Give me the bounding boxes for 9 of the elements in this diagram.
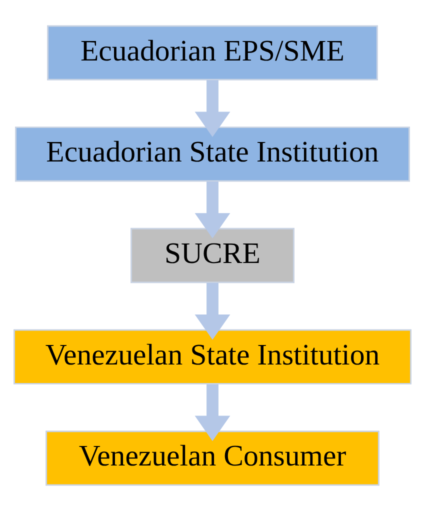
node-box: Ecuadorian EPS/SME [47,24,378,80]
arrow [194,282,230,340]
arrow [194,80,230,137]
node-box: Venezuelan State Institution [14,328,412,384]
arrow [194,384,230,441]
node-box: Venezuelan Consumer [46,430,380,486]
arrow [194,180,230,238]
node-box: Ecuadorian State Institution [15,126,410,182]
node-box: SUCRE [130,227,294,283]
